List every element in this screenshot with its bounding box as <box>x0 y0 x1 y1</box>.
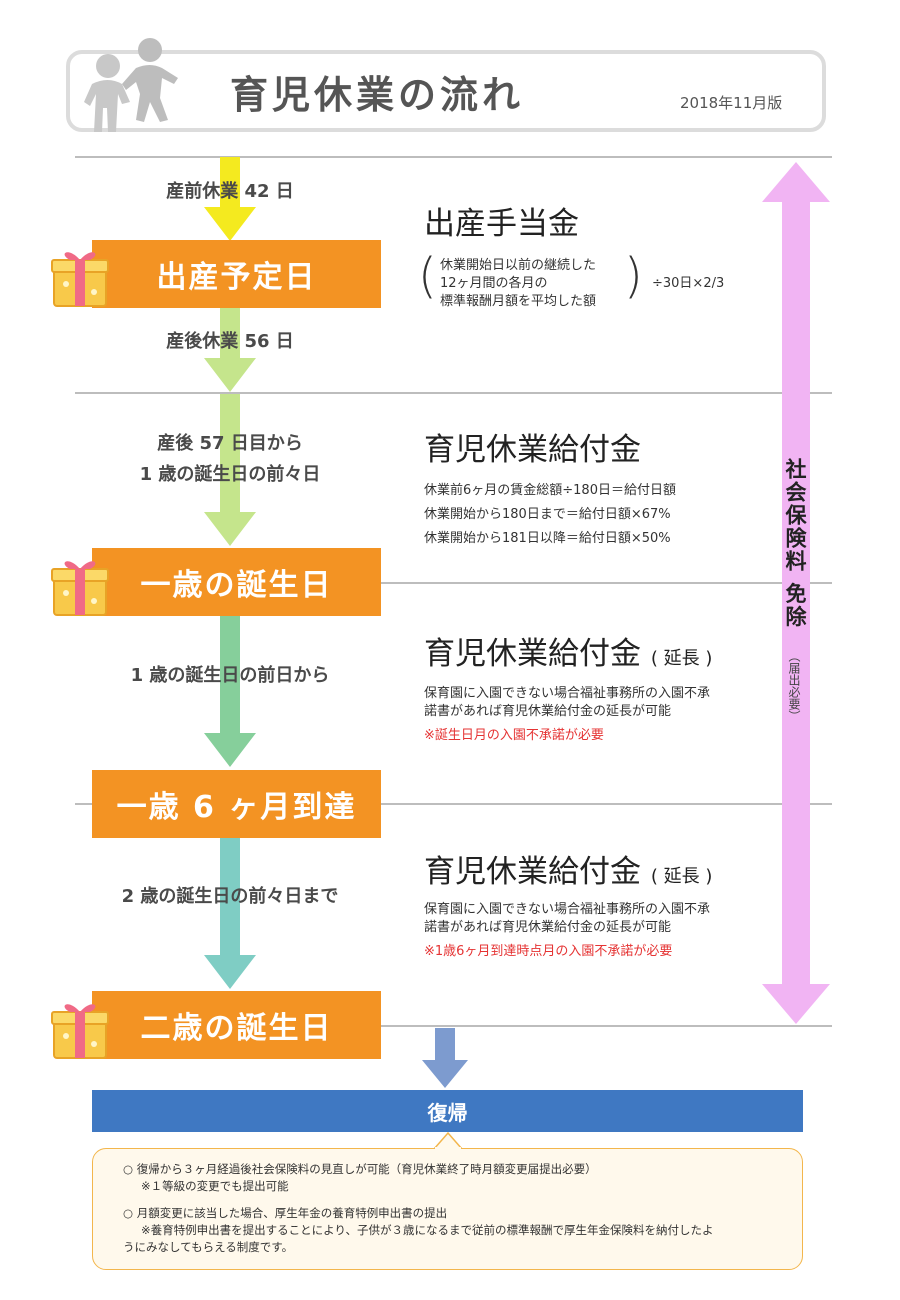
gift-icon <box>51 561 109 616</box>
arrow-extension2 <box>204 837 256 989</box>
return-bar: 復帰 <box>92 1090 803 1132</box>
arrow-prenatal <box>204 157 256 241</box>
arrow-childcare <box>204 394 256 546</box>
extension1-desc-line1: 保育園に入園できない場合福祉事務所の入園不承 <box>424 686 711 701</box>
extension1-note: ※誕生日月の入園不承諾が必要 <box>424 728 604 743</box>
extension1-title-text: 育児休業給付金 <box>424 636 641 672</box>
gift-icon <box>51 252 109 307</box>
callout-pointer-cover <box>435 1147 461 1151</box>
divider <box>380 582 832 584</box>
milestone-second-birthday: 二歳の誕生日 <box>92 991 381 1059</box>
return-item2: ○ 月額変更に該当した場合、厚生年金の養育特例申出書の提出 <box>123 1206 448 1220</box>
insurance-exemption-label: 社会保険料 免除 <box>783 458 807 629</box>
return-item1-sub: ※１等級の変更でも提出可能 <box>141 1179 289 1193</box>
return-item2-sub1: ※養育特例申出書を提出することにより、子供が３歳になるまで従前の標準報酬で厚生年… <box>141 1223 714 1237</box>
return-item2-sub2: うにみなしてもらえる制度です。 <box>123 1240 294 1254</box>
return-item1: ○ 復帰から３ヶ月経過後社会保険料の見直しが可能（育児休業終了時月額変更届提出必… <box>123 1162 597 1176</box>
divider <box>75 803 832 805</box>
insurance-exemption-note: （届出必要） <box>787 650 801 722</box>
arrow-return <box>422 1028 468 1088</box>
childcare-desc-line1: 休業前6ヶ月の賃金総額÷180日＝給付日額 <box>424 483 676 498</box>
divider <box>75 156 832 158</box>
benefit-extension1-title: 育児休業給付金 ( 延長 ) <box>424 628 712 673</box>
period-extension2: 2 歳の誕生日の前々日まで <box>121 886 339 907</box>
childcare-desc-line2: 休業開始から180日まで＝給付日額×67% <box>424 507 671 522</box>
benefit-extension2-title: 育児休業給付金 ( 延長 ) <box>424 846 712 891</box>
arrow-postnatal <box>204 308 256 392</box>
extension2-suffix: ( 延長 ) <box>650 866 713 887</box>
extension1-suffix: ( 延長 ) <box>650 648 713 669</box>
page-title: 育児休業の流れ <box>230 73 525 117</box>
divider <box>75 392 832 394</box>
insurance-exemption-arrow <box>762 162 830 1024</box>
period-childcare-line1: 産後 57 日目から <box>157 433 303 454</box>
period-prenatal: 産前休業 42 日 <box>166 181 294 202</box>
gift-icon <box>51 1004 109 1059</box>
childcare-desc-line3: 休業開始から181日以降＝給付日額×50% <box>424 531 671 546</box>
maternity-formula: ÷30日×2/3 <box>652 276 725 291</box>
milestone-due-date: 出産予定日 <box>92 240 381 308</box>
benefit-maternity-title: 出産手当金 <box>424 206 579 242</box>
period-postnatal: 産後休業 56 日 <box>166 331 294 352</box>
maternity-desc-line2: 12ヶ月間の各月の <box>440 276 548 291</box>
divider <box>380 1025 832 1027</box>
milestone-one-half: 一歳 6 ヶ月到達 <box>92 770 381 838</box>
header-box <box>66 50 826 132</box>
maternity-desc-line1: 休業開始日以前の継続した <box>440 258 597 273</box>
paren-open: ( <box>418 248 437 304</box>
extension2-title-text: 育児休業給付金 <box>424 854 641 890</box>
paren-close: ) <box>624 248 643 304</box>
callout-pointer <box>433 1132 463 1150</box>
return-info-box: ○ 復帰から３ヶ月経過後社会保険料の見直しが可能（育児休業終了時月額変更届提出必… <box>92 1148 803 1270</box>
benefit-childcare-title: 育児休業給付金 <box>424 432 641 468</box>
extension2-note: ※1歳6ヶ月到達時点月の入園不承諾が必要 <box>424 944 673 959</box>
maternity-desc-line3: 標準報酬月額を平均した額 <box>440 294 597 309</box>
arrow-extension1 <box>204 615 256 767</box>
milestone-first-birthday: 一歳の誕生日 <box>92 548 381 616</box>
edition-label: 2018年11月版 <box>680 94 783 112</box>
period-extension1: 1 歳の誕生日の前日から <box>130 665 330 686</box>
parent-child-icon <box>84 38 178 132</box>
extension2-desc-line2: 諾書があれば育児休業給付金の延長が可能 <box>424 920 672 935</box>
return-label: 復帰 <box>427 1100 468 1125</box>
extension2-desc-line1: 保育園に入園できない場合福祉事務所の入園不承 <box>424 902 711 917</box>
extension1-desc-line2: 諾書があれば育児休業給付金の延長が可能 <box>424 704 672 719</box>
period-childcare-line2: 1 歳の誕生日の前々日 <box>139 464 321 485</box>
